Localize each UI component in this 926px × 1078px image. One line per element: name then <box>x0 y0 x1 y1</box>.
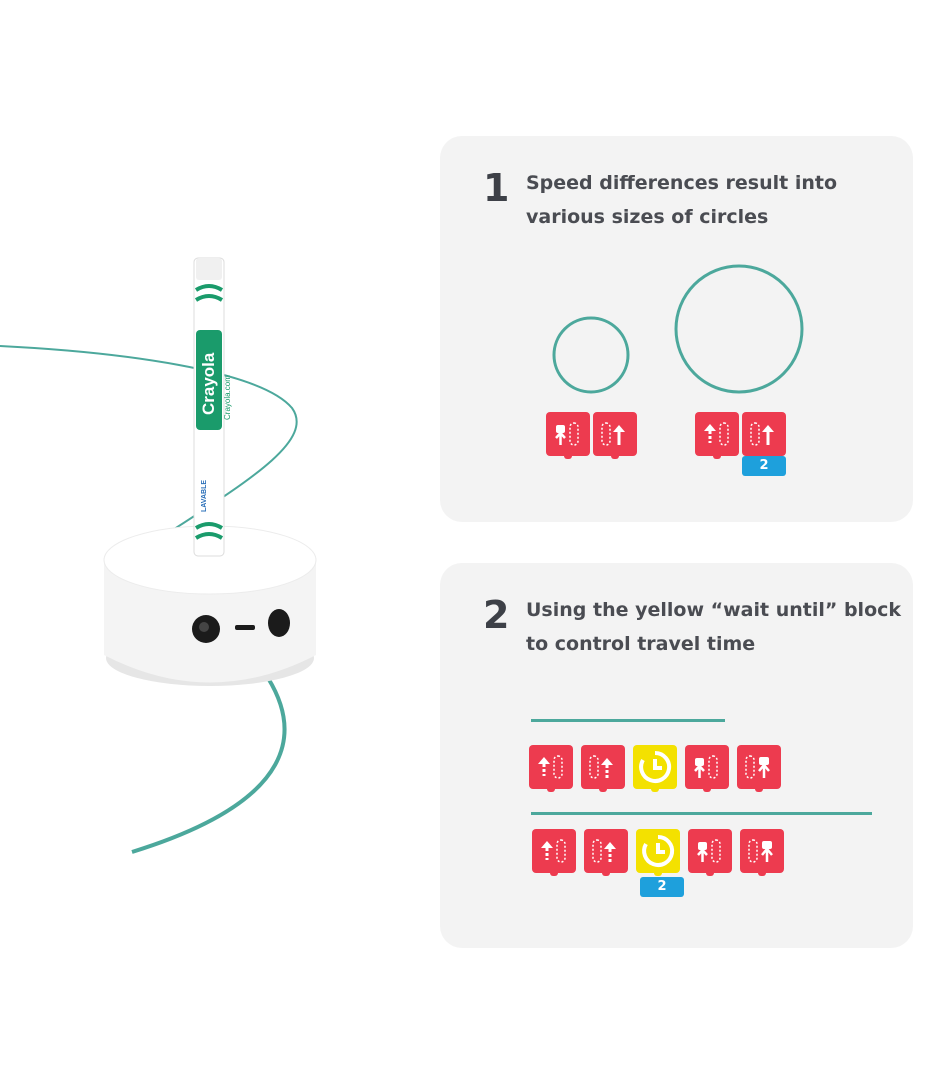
clock-icon <box>642 834 675 867</box>
robot-mouth <box>235 625 255 630</box>
motor-stop-icon <box>694 755 718 779</box>
motor-block <box>529 745 573 792</box>
motor-stop-icon <box>748 839 773 863</box>
motor-block <box>584 829 628 876</box>
motor-forward-icon <box>704 422 729 446</box>
count-badge: 2 <box>742 456 786 476</box>
count-badge: 2 <box>640 877 684 897</box>
motor-forward-icon <box>538 755 563 779</box>
motor-block <box>546 412 590 459</box>
wait-until-block <box>633 745 677 792</box>
marker-site: Crayola.com <box>223 375 232 420</box>
motor-forward-icon <box>589 755 613 779</box>
large-circle <box>674 264 804 394</box>
step-text-line-1: Using the yellow “wait until” block <box>526 599 902 621</box>
motor-stop-icon <box>697 839 721 863</box>
step-number: 2 <box>483 593 510 637</box>
motor-block <box>740 829 784 876</box>
drawn-path <box>0 345 298 536</box>
motor-block <box>742 412 786 459</box>
small-circle <box>552 316 630 394</box>
motor-block <box>737 745 781 792</box>
step-text-line-2: various sizes of circles <box>526 206 769 228</box>
motor-forward-icon <box>601 422 625 446</box>
motor-block <box>593 412 637 459</box>
wait-until-block <box>636 829 680 876</box>
step-text-line-1: Speed differences result into <box>526 172 837 194</box>
motor-block <box>532 829 576 876</box>
motor-block <box>581 745 625 792</box>
travel-line-short <box>531 719 725 722</box>
marker-label: LAVABLE <box>201 480 208 512</box>
motor-block <box>688 829 732 876</box>
step-text-line-2: to control travel time <box>526 633 756 655</box>
motor-forward-icon <box>541 839 566 863</box>
clock-icon <box>639 750 672 783</box>
robot-eye-right <box>268 609 290 637</box>
drawn-path-thick <box>131 676 287 854</box>
step-card-1: 1 Speed differences result into various … <box>440 136 913 522</box>
marker-brand: Crayola <box>199 352 218 415</box>
motor-block <box>695 412 739 459</box>
travel-line-long <box>531 812 872 815</box>
motor-stop-icon <box>745 755 770 779</box>
motor-stop-icon <box>555 422 579 446</box>
step-card-2: 2 Using the yellow “wait until” block to… <box>440 563 913 948</box>
motor-forward-icon <box>592 839 616 863</box>
step-number: 1 <box>483 166 510 210</box>
robot-illustration: Crayola Crayola.com LAVABLE <box>0 257 317 854</box>
motor-forward-icon <box>750 422 774 446</box>
motor-block <box>685 745 729 792</box>
